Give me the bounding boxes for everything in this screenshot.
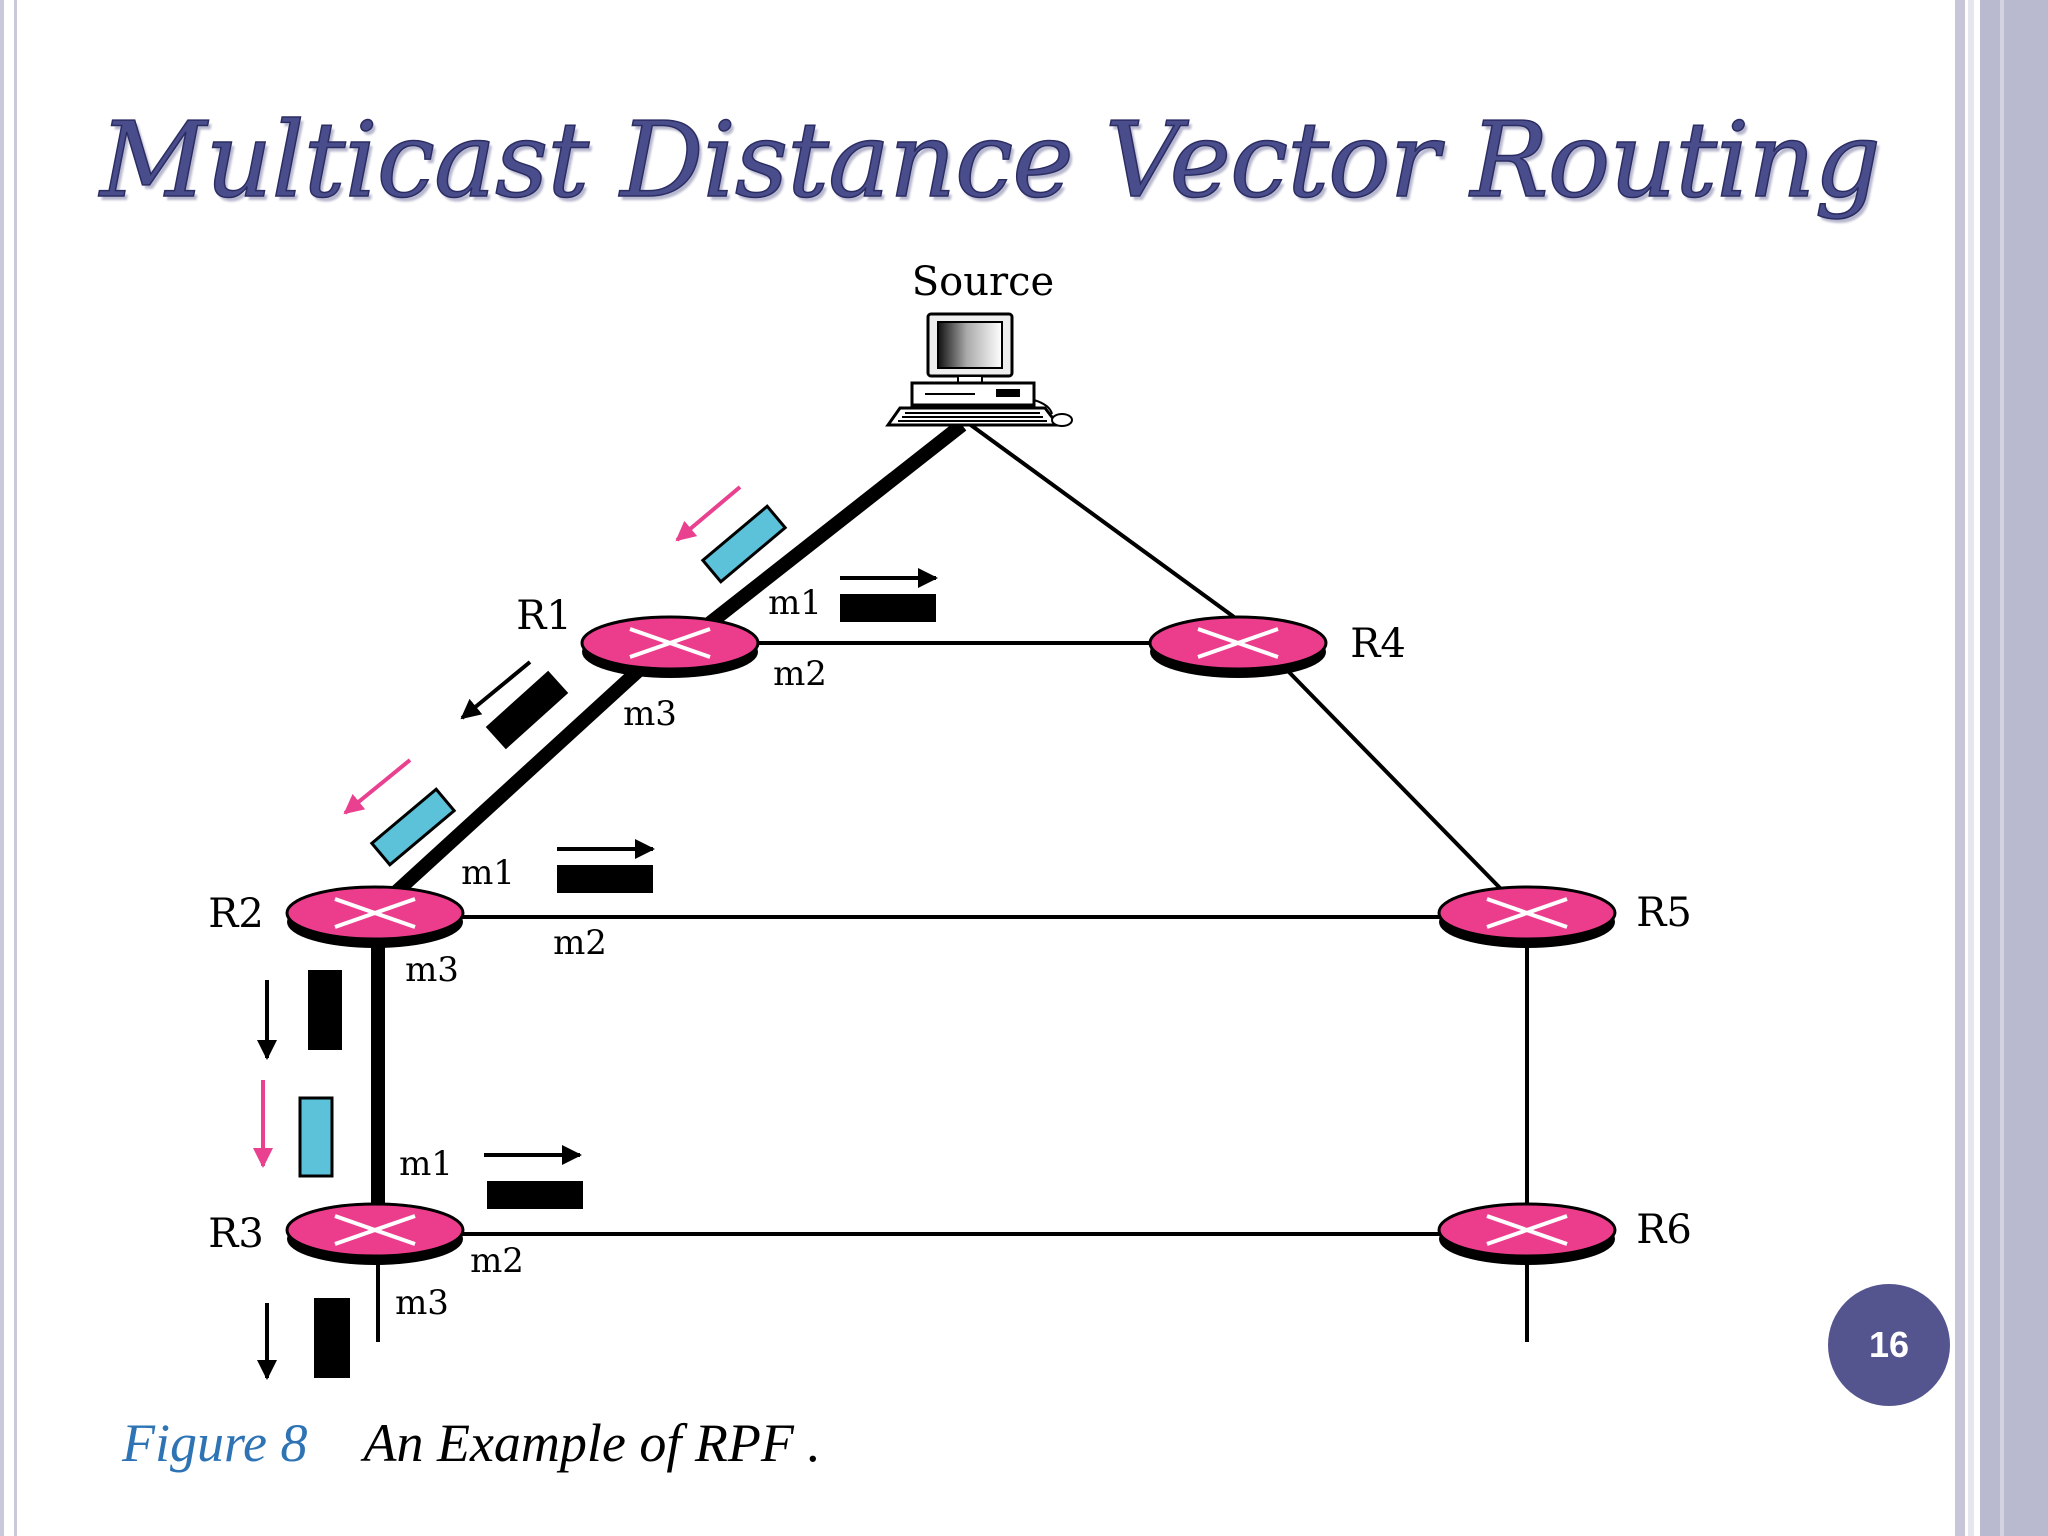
slide-title: Multicast Distance Vector Routing [99,99,1881,221]
thick-link-r1-r2 [390,654,655,899]
source-computer-icon [885,312,1073,427]
right-edge-gap [1968,0,1974,1536]
dropped-packet-r1-r2 [369,787,457,867]
router-label-r2: R2 [208,891,264,937]
caption-text: An Example of RPF . [363,1413,821,1473]
r3-m1-label: m1 [399,1144,453,1184]
r2-m3-label: m3 [405,950,459,990]
dropped-arrow-source-r1 [675,485,742,542]
router-label-r1: R1 [516,593,572,639]
router-label-r6: R6 [1636,1207,1692,1253]
packet-r1-m1 [840,594,936,622]
link-r4-r5 [1283,666,1502,890]
right-edge-stripe [2000,0,2004,1536]
left-edge-line [14,0,17,1536]
thin-links [376,421,1529,1342]
r1-m1-label: m1 [768,583,822,623]
router-r5 [1437,885,1617,948]
rpf-thick-path [371,419,967,1212]
router-r1 [580,615,760,678]
dropped-packet-source-r1 [700,504,788,584]
dropped-packet-r2-r3 [298,1096,334,1178]
router-label-r5: R5 [1636,890,1692,936]
caption-figure-number: Figure 8 [122,1413,308,1473]
right-edge-bar [1980,0,2048,1536]
router-r6 [1437,1202,1617,1265]
thick-link-source-r1 [705,419,967,629]
r2-m1-label: m1 [461,853,515,893]
link-source-r4 [966,421,1236,619]
r2-m2-label: m2 [553,923,607,963]
left-edge-bar [0,0,4,1536]
router-label-r3: R3 [208,1211,264,1257]
figure-caption: Figure 8 An Example of RPF . [122,1416,821,1470]
diagram-labels: Source R1 R2 R3 R4 R5 R6 m1 m2 m3 m1 m2 … [208,259,1692,1323]
packet-r3-m1 [487,1181,583,1209]
router-r3 [285,1202,465,1265]
source-label: Source [912,259,1054,305]
packet-r2-m3 [308,970,342,1050]
r3-m3-label: m3 [395,1283,449,1323]
r3-m2-label: m2 [470,1241,524,1281]
r1-m2-label: m2 [773,654,827,694]
r1-m3-label: m3 [623,694,677,734]
packet-r3-m3 [314,1298,350,1378]
router-r4 [1148,615,1328,678]
page-number-badge: 16 [1828,1284,1950,1406]
packet-r1-m3 [485,670,569,750]
router-r2 [285,885,465,948]
router-label-r4: R4 [1350,621,1406,667]
right-edge-bar-inner [1955,0,1965,1536]
arrow-r1-m3 [460,660,532,720]
packets [253,485,938,1380]
packet-r2-m1 [557,865,653,893]
dropped-arrow-r1-r2 [343,758,412,815]
